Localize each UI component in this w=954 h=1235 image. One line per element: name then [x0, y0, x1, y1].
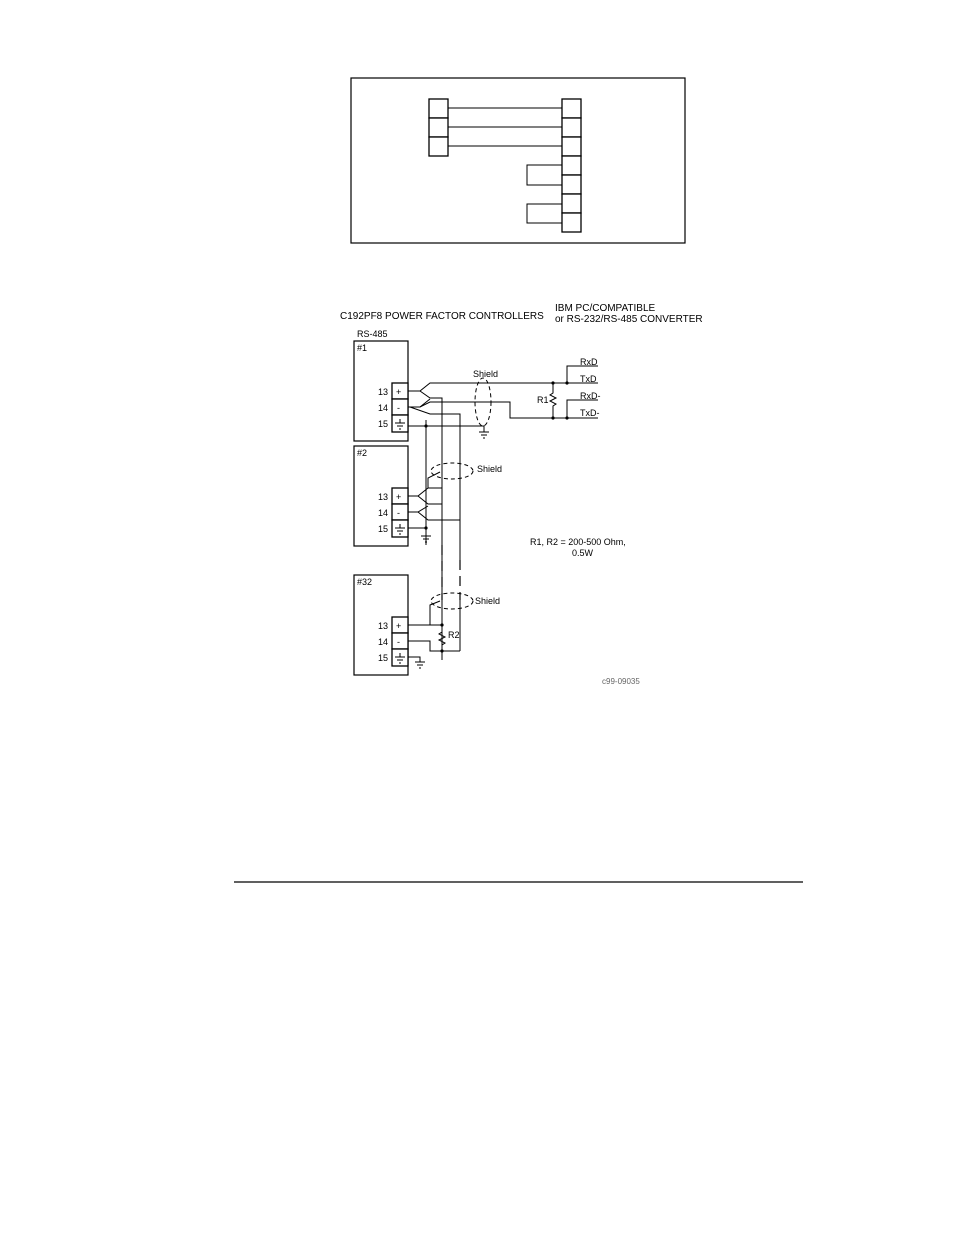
- controllers-title: C192PF8 POWER FACTOR CONTROLLERS: [340, 311, 544, 322]
- shield-drain-line: [408, 426, 484, 432]
- minus-symbol: -: [397, 508, 400, 518]
- right-connector-pin: [562, 194, 581, 213]
- terminal-number: 14: [378, 508, 388, 518]
- cable-shield: [431, 593, 473, 609]
- shield-label: Shield: [475, 596, 500, 606]
- resistor-r2: [439, 625, 445, 651]
- minus-tap: [408, 641, 460, 651]
- connector-schematic: [351, 78, 685, 243]
- shield-drain: [408, 657, 420, 662]
- minus-tap: [408, 506, 428, 512]
- shield-label: Shield: [477, 464, 502, 474]
- left-connector-pin: [429, 99, 448, 118]
- terminal-number: 15: [378, 419, 388, 429]
- right-connector-pin: [562, 118, 581, 137]
- right-connector-pin: [562, 99, 581, 118]
- minus-symbol: -: [397, 403, 400, 413]
- r1-label: R1: [537, 395, 549, 405]
- plus-bus-down: [420, 391, 442, 660]
- pc-title-line2: or RS-232/RS-485 CONVERTER: [555, 314, 703, 325]
- plus-symbol: +: [396, 387, 401, 397]
- unit-label: #32: [357, 577, 372, 587]
- plus-line-to-pc: [408, 383, 567, 391]
- resistor-r1: [550, 383, 556, 418]
- wiring-unit2: Shield: [408, 463, 502, 600]
- terminal-number: 13: [378, 621, 388, 631]
- controller-unit-1: #1 13 14 15 + -: [354, 341, 408, 441]
- r2-label: R2: [448, 630, 460, 640]
- terminal-number: 15: [378, 653, 388, 663]
- resistor-note-line2: 0.5W: [572, 548, 594, 558]
- terminal-number: 14: [378, 403, 388, 413]
- loopback-jumper: [527, 165, 562, 185]
- terminal-14: [392, 504, 408, 520]
- right-connector-pin: [562, 156, 581, 175]
- wiring-unit1-to-pc: Shield R1 RxD TxD RxD- TxD-: [408, 357, 601, 660]
- plus-tap: [408, 488, 442, 496]
- right-connector-pin: [562, 137, 581, 156]
- right-connector-pin: [562, 175, 581, 194]
- controller-unit-2: #2 13 14 15 + -: [354, 446, 408, 546]
- signal-txd-minus: TxD-: [580, 408, 600, 418]
- left-connector-pin: [429, 137, 448, 156]
- left-connector-pin: [429, 118, 448, 137]
- pc-title-line1: IBM PC/COMPATIBLE: [555, 303, 656, 314]
- controller-unit-32: #32 13 14 15 + -: [354, 575, 408, 675]
- minus-symbol: -: [397, 637, 400, 647]
- bus-label: RS-485: [357, 329, 388, 339]
- ground-icon: [415, 662, 425, 668]
- loopback-jumper: [527, 204, 562, 223]
- cable-shield: [431, 463, 473, 479]
- unit-label: #1: [357, 343, 367, 353]
- rs485-wiring-diagram: C192PF8 POWER FACTOR CONTROLLERS IBM PC/…: [340, 303, 703, 686]
- resistor-note-line1: R1, R2 = 200-500 Ohm,: [530, 537, 626, 547]
- figure-code: c99-09035: [602, 677, 640, 686]
- terminal-number: 13: [378, 492, 388, 502]
- terminal-14: [392, 399, 408, 415]
- shield-label: Shield: [473, 369, 498, 379]
- connector-frame: [351, 78, 685, 243]
- terminal-number: 15: [378, 524, 388, 534]
- terminal-number: 14: [378, 637, 388, 647]
- plus-symbol: +: [396, 621, 401, 631]
- unit-label: #2: [357, 448, 367, 458]
- plus-symbol: +: [396, 492, 401, 502]
- ground-icon: [479, 432, 489, 438]
- signal-rxd: RxD: [580, 357, 598, 367]
- signal-txd: TxD: [580, 374, 597, 384]
- terminal-number: 13: [378, 387, 388, 397]
- right-connector-pin: [562, 213, 581, 232]
- terminal-14: [392, 633, 408, 649]
- signal-rxd-minus: RxD-: [580, 391, 601, 401]
- wiring-unit32: R2 Shield: [408, 593, 500, 668]
